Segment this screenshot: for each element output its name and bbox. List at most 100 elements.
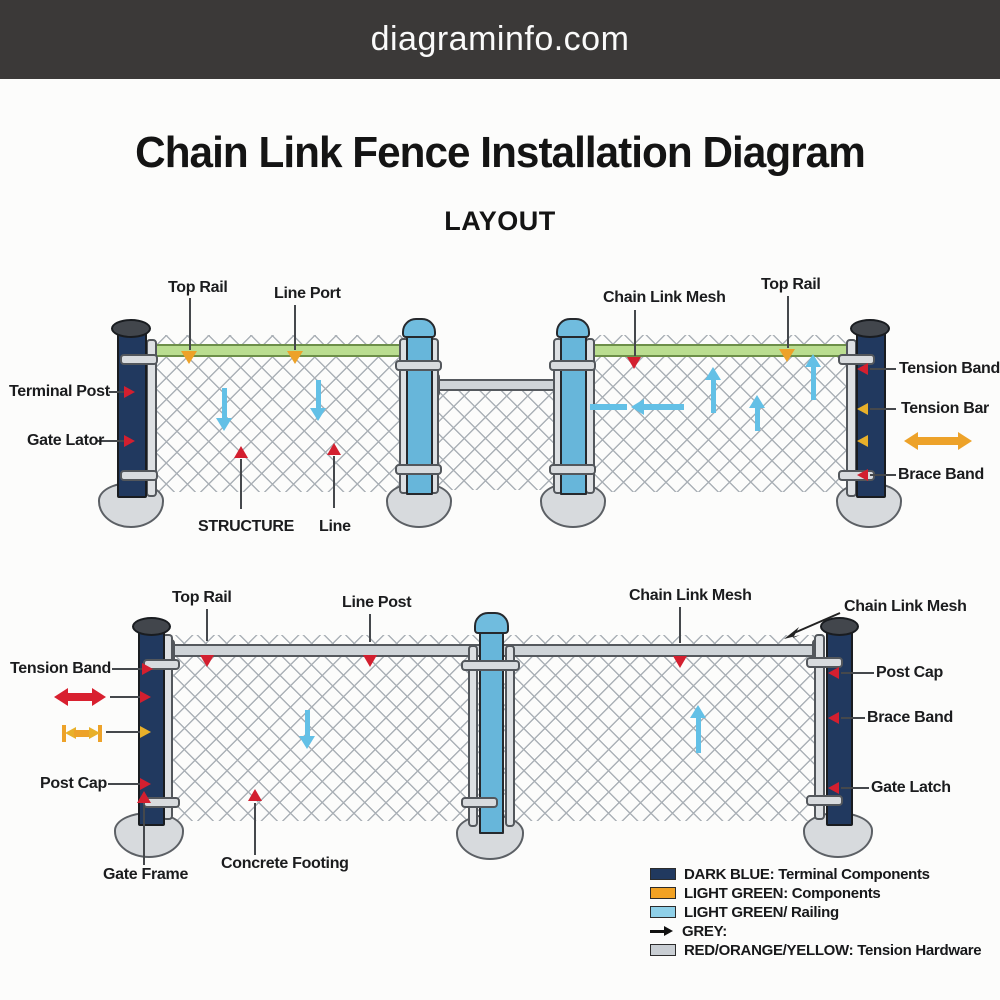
legend-item: LIGHT GREEN/ Railing <box>650 903 981 921</box>
blue-up-arrow-icon <box>811 366 816 400</box>
label-gate-frame: Gate Frame <box>103 866 189 883</box>
orange-double-arrow-icon <box>62 725 66 742</box>
red-left-arrow-icon <box>857 469 868 481</box>
red-right-arrow-icon <box>142 663 153 675</box>
dark-blue-swatch-icon <box>650 868 676 880</box>
blue-up-arrow-icon <box>690 705 706 718</box>
red-right-arrow-icon <box>124 386 135 398</box>
blue-down-arrow-icon <box>316 380 321 410</box>
yellow-left-arrow-icon <box>857 435 868 447</box>
red-double-arrow-icon <box>92 688 106 706</box>
leader-line <box>189 298 191 350</box>
leader-line <box>841 672 874 674</box>
post-cap <box>850 319 890 338</box>
band-bracket <box>806 657 843 668</box>
site-header: diagraminfo.com <box>0 0 1000 79</box>
label-post-cap: Post Cap <box>40 775 107 792</box>
light-blue-swatch-icon <box>650 906 676 918</box>
label-line-post: Line Post <box>342 594 412 611</box>
black-arrow-icon <box>650 926 674 936</box>
leader-line <box>112 668 142 670</box>
leader-line <box>870 408 896 410</box>
blue-up-arrow-icon <box>805 354 821 367</box>
leader-line <box>109 391 124 393</box>
red-left-arrow-icon <box>828 667 839 679</box>
leader-line <box>206 609 208 641</box>
blue-left-arrow-icon <box>631 399 644 415</box>
legend-label: LIGHT GREEN/ Railing <box>684 903 839 921</box>
label-concrete-footing: Concrete Footing <box>221 855 349 872</box>
blue-up-arrow-icon <box>755 407 760 431</box>
leader-line <box>240 459 242 509</box>
band-bracket <box>549 360 596 371</box>
yellow-left-arrow-icon <box>857 403 868 415</box>
blue-up-arrow-icon <box>696 717 701 753</box>
leader-line <box>870 474 896 476</box>
leader-line <box>333 456 335 508</box>
label-chain-link-mesh: Chain Link Mesh <box>603 289 726 306</box>
red-up-arrow-icon <box>137 791 151 803</box>
leader-line <box>841 717 865 719</box>
post-cap <box>132 617 171 636</box>
legend-item: DARK BLUE: Terminal Components <box>650 866 981 883</box>
band-bracket <box>120 354 158 365</box>
leader-line <box>841 787 869 789</box>
leader-line <box>106 731 140 733</box>
post-cap <box>474 612 509 634</box>
diagonal-arrow-icon <box>784 612 841 639</box>
label-line-port: Line Port <box>274 285 341 302</box>
line-post-bar <box>468 645 478 827</box>
red-left-arrow-icon <box>828 712 839 724</box>
red-left-arrow-icon <box>828 782 839 794</box>
label-top-rail: Top Rail <box>761 276 821 293</box>
blue-down-arrow-icon <box>305 710 310 738</box>
label-top-rail: Top Rail <box>172 589 232 606</box>
post-cap <box>402 318 436 338</box>
line-post-bar <box>505 645 515 827</box>
post-cap <box>556 318 590 338</box>
gate-mesh-panel <box>430 384 562 490</box>
label-gate-lator: Gate Lator <box>27 432 105 449</box>
orange-swatch-icon <box>650 887 676 899</box>
orange-double-arrow-icon <box>904 432 918 450</box>
page-subtitle: LAYOUT <box>444 206 556 236</box>
blue-line <box>590 404 627 410</box>
post-cap <box>111 319 151 338</box>
orange-down-arrow-icon <box>287 351 303 364</box>
band-bracket <box>395 464 442 475</box>
label-tension-band: Tension Band <box>899 360 1000 377</box>
leader-line <box>108 783 140 785</box>
legend-item: RED/ORANGE/YELLOW: Tension Hardware <box>650 942 982 959</box>
label-structure: STRUCTURE <box>198 518 294 535</box>
band-bracket <box>838 354 875 365</box>
legend-item: GREY: <box>650 922 981 940</box>
red-up-arrow-icon <box>248 789 262 801</box>
leader-line <box>634 310 636 356</box>
leader-line <box>143 805 145 865</box>
label-line: Line <box>319 518 351 535</box>
red-right-arrow-icon <box>124 435 135 447</box>
red-double-arrow-icon <box>54 688 68 706</box>
label-terminal-post: Terminal Post <box>9 383 110 400</box>
leader-line <box>369 614 371 642</box>
post-cap <box>820 617 859 636</box>
blue-down-arrow-icon <box>222 388 227 420</box>
orange-double-arrow-icon <box>958 432 972 450</box>
red-down-arrow-icon <box>627 357 641 369</box>
blue-left-arrow-icon <box>644 404 684 410</box>
band-bracket <box>395 360 442 371</box>
yellow-right-arrow-icon <box>140 726 151 738</box>
red-double-arrow-icon <box>66 693 94 701</box>
orange-double-arrow-icon <box>917 437 959 445</box>
band-bracket <box>461 660 520 671</box>
legend-label: GREY: <box>682 922 727 940</box>
red-down-arrow-icon <box>363 655 377 667</box>
blue-up-arrow-icon <box>705 367 721 380</box>
red-up-arrow-icon <box>327 443 341 455</box>
leader-line <box>294 305 296 350</box>
leader-line <box>787 296 789 348</box>
leader-line <box>870 368 896 370</box>
orange-down-arrow-icon <box>181 351 197 364</box>
leader-line <box>97 440 124 442</box>
